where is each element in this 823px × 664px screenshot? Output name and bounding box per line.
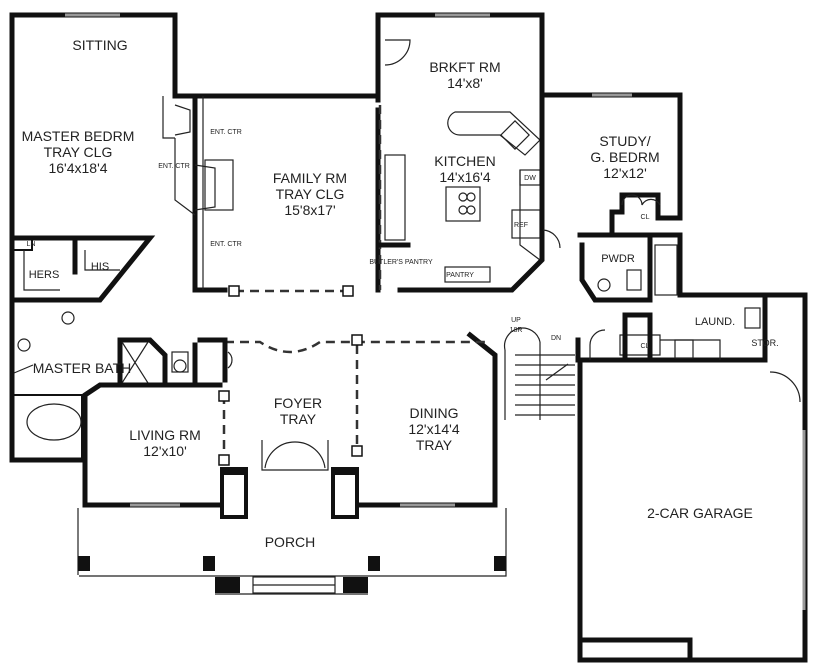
room-label-brkft-rm: BRKFT RM (429, 59, 500, 75)
porch (77, 508, 507, 595)
room-label-study: G. BEDRM (590, 149, 659, 165)
room-label-living-rm: LIVING RM (129, 427, 201, 443)
label-up: UP (511, 317, 521, 324)
room-label-dining: DINING (410, 405, 459, 421)
label-ent-ctr-3: ENT. CTR (210, 241, 242, 248)
master-suite-walls (9, 12, 223, 463)
label-butlers-pantry: BUTLER'S PANTRY (369, 259, 433, 266)
room-label-family-rm: 15'8x17' (284, 202, 335, 218)
room-label-kitchen: KITCHEN (434, 153, 495, 169)
column (228, 285, 240, 297)
label-ent-ctr-2: ENT. CTR (158, 163, 190, 170)
laundry-walls (466, 292, 768, 663)
room-label-laund: LAUND. (695, 316, 735, 328)
label-cl-study: CL (641, 214, 650, 221)
label-dn: DN (551, 335, 561, 342)
label-lin: LN (27, 241, 36, 248)
room-label-dining: 12'x14'4 (408, 421, 459, 437)
room-label-kitchen: 14'x16'4 (439, 169, 490, 185)
room-label-brkft-rm: 14'x8' (447, 75, 483, 91)
label-cl-laund: CL (641, 343, 650, 350)
small-labels: ENT. CTR ENT. CTR ENT. CTR LN CL CL BUTLER'S P… (27, 129, 650, 350)
room-label-master-bath: MASTER BATH (33, 360, 132, 376)
room-label-study: 12'x12' (603, 165, 647, 181)
column (351, 445, 363, 457)
room-label-hers: HERS (29, 269, 60, 281)
room-label-foyer: FOYER (274, 395, 322, 411)
column (351, 334, 363, 346)
foyer-dining-walls (82, 334, 498, 519)
room-label-his: HIS (91, 261, 109, 273)
room-label-stor: STOR. (751, 338, 778, 348)
room-label-master-bedrm: 16'4x18'4 (48, 160, 107, 176)
kitchen-walls (375, 12, 683, 293)
room-label-master-bedrm: TRAY CLG (44, 144, 113, 160)
room-label-garage: 2-CAR GARAGE (647, 505, 753, 521)
column (342, 285, 354, 297)
family-room-walls (162, 12, 382, 297)
room-label-sitting: SITTING (72, 37, 127, 53)
garage-walls (577, 371, 808, 663)
room-label-living-rm: 12'x10' (143, 443, 187, 459)
room-label-foyer: TRAY (280, 411, 317, 427)
label-pantry: PANTRY (446, 272, 474, 279)
room-label-family-rm: TRAY CLG (276, 186, 345, 202)
room-label-porch: PORCH (265, 534, 316, 550)
column (218, 390, 230, 402)
room-label-master-bedrm: MASTER BEDRM (22, 128, 135, 144)
column (218, 454, 230, 466)
label-dw: DW (524, 175, 536, 182)
label-ent-ctr-1: ENT. CTR (210, 129, 242, 136)
room-label-dining: TRAY (416, 437, 453, 453)
room-label-pwdr: PWDR (601, 253, 635, 265)
label-ref: REF (514, 222, 528, 229)
room-label-family-rm: FAMILY RM (273, 170, 347, 186)
label-up2: 18R (510, 327, 523, 334)
room-label-study: STUDY/ (599, 133, 650, 149)
